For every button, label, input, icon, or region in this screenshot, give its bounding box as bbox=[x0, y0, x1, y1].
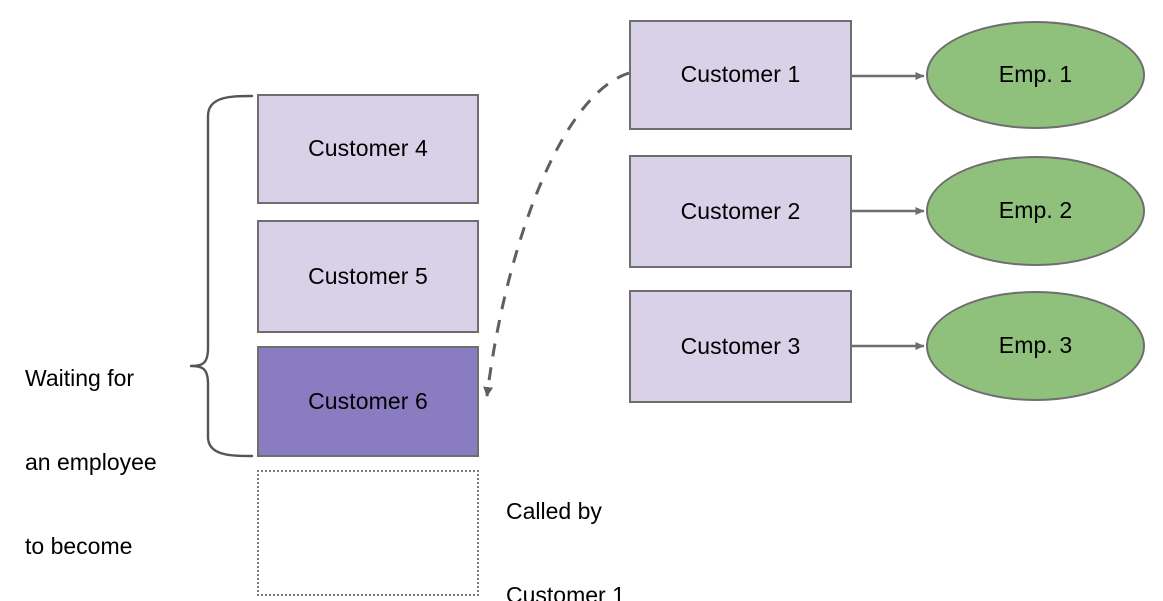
employee-2-ellipse[interactable]: Emp. 2 bbox=[926, 156, 1145, 266]
served-customer-3-box[interactable]: Customer 3 bbox=[629, 290, 852, 403]
called-by-annotation: Called by Customer 1 bbox=[506, 441, 706, 601]
employee-3-label: Emp. 3 bbox=[998, 332, 1073, 359]
queue-item-customer-4-label: Customer 4 bbox=[308, 135, 428, 162]
employee-1-ellipse[interactable]: Emp. 1 bbox=[926, 21, 1145, 129]
waiting-queue-label-line-2: an employee bbox=[25, 449, 157, 475]
served-customer-2-label: Customer 2 bbox=[680, 197, 801, 224]
served-customer-3-label: Customer 3 bbox=[680, 332, 801, 359]
queue-empty-slot[interactable] bbox=[257, 470, 479, 596]
queue-item-customer-5[interactable]: Customer 5 bbox=[257, 220, 479, 333]
served-customer-1-box[interactable]: Customer 1 bbox=[629, 20, 852, 130]
called-by-annotation-line-1: Called by bbox=[506, 498, 602, 524]
served-customer-2-box[interactable]: Customer 2 bbox=[629, 155, 852, 268]
arrow-called-by-customer1 bbox=[483, 71, 630, 397]
employee-2-label: Emp. 2 bbox=[998, 197, 1073, 224]
waiting-queue-label-line-1: Waiting for bbox=[25, 365, 135, 391]
queue-item-customer-6[interactable]: Customer 6 bbox=[257, 346, 479, 457]
served-customer-1-label: Customer 1 bbox=[680, 61, 801, 88]
employee-1-label: Emp. 1 bbox=[998, 61, 1073, 88]
queue-item-customer-4[interactable]: Customer 4 bbox=[257, 94, 479, 204]
waiting-brace-icon bbox=[189, 94, 254, 458]
called-by-annotation-line-2: Customer 1 bbox=[506, 582, 625, 601]
queue-item-customer-6-label: Customer 6 bbox=[308, 387, 428, 414]
waiting-queue-label: Waiting for an employee to become availa… bbox=[25, 308, 195, 601]
waiting-queue-label-line-3: to become bbox=[25, 533, 133, 559]
employee-3-ellipse[interactable]: Emp. 3 bbox=[926, 291, 1145, 401]
queue-item-customer-5-label: Customer 5 bbox=[308, 262, 428, 289]
